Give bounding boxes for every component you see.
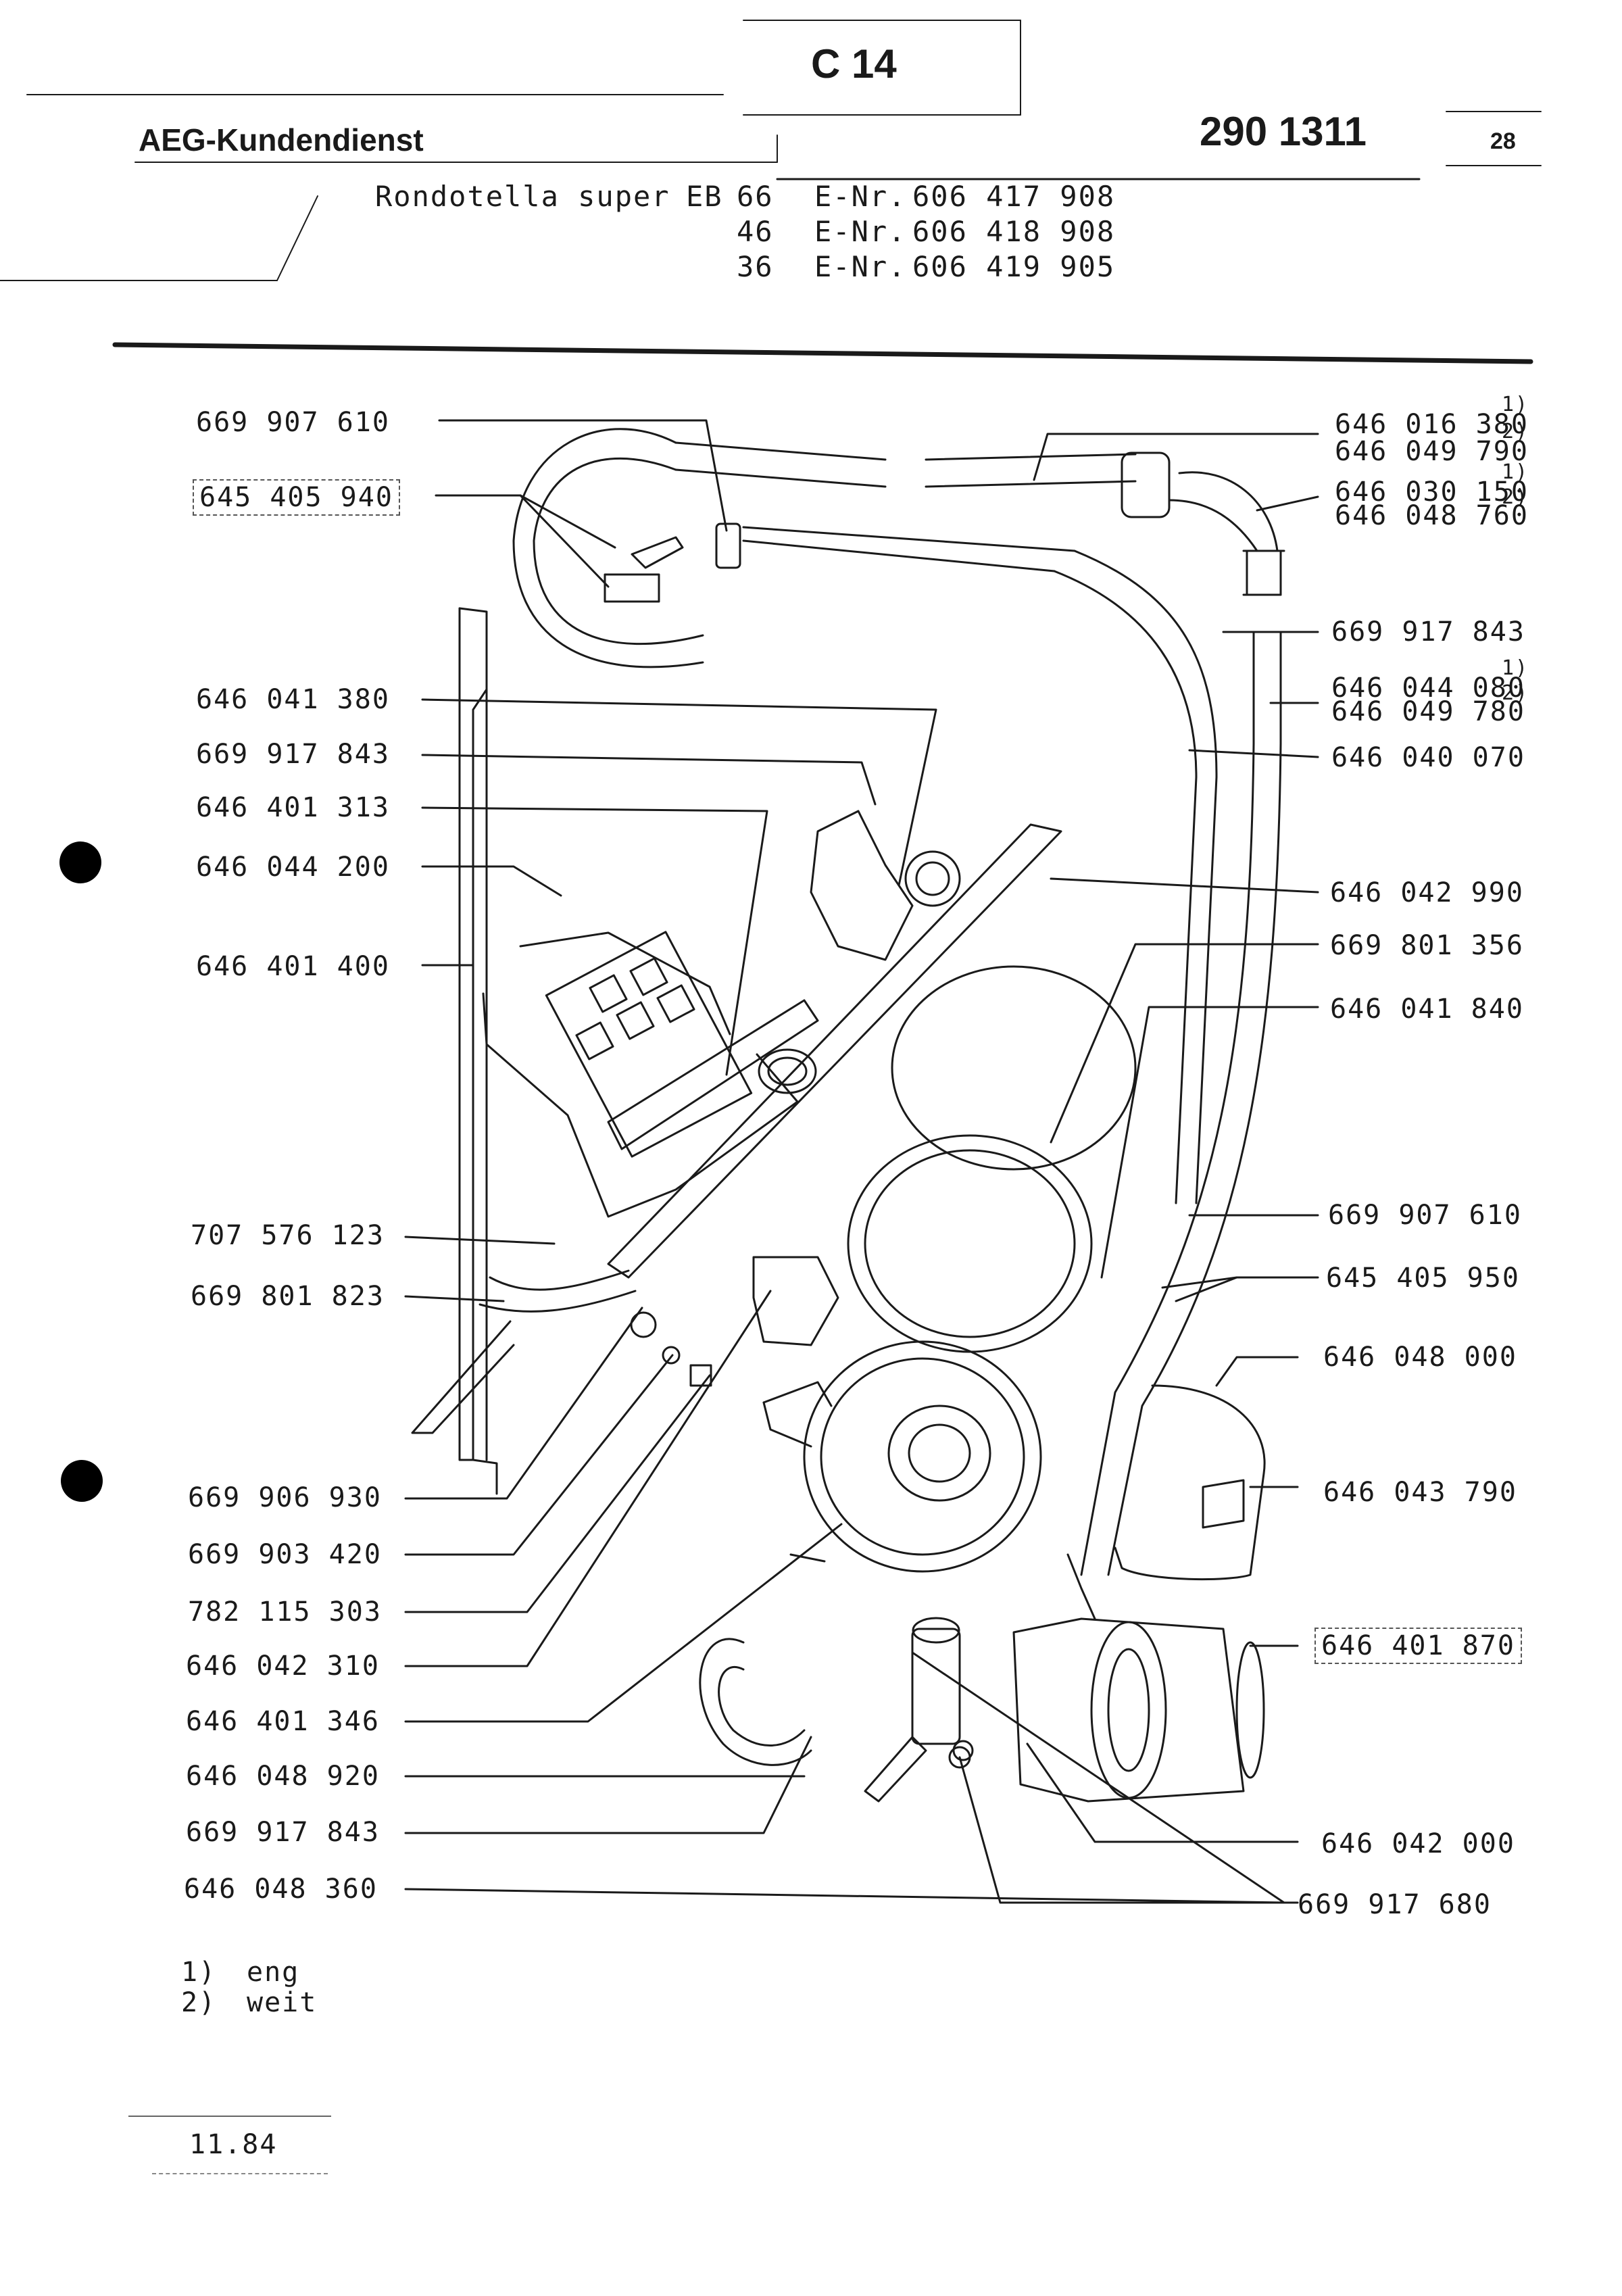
divider — [152, 2173, 328, 2174]
enr-number: 606 419 905 — [912, 250, 1116, 283]
enr-number: 606 418 908 — [912, 215, 1116, 248]
part-number-label: 646 042 310 — [186, 1651, 380, 1682]
section-code: C 14 — [811, 41, 897, 87]
part-number-label: 646 048 360 — [184, 1874, 378, 1905]
punch-hole — [59, 841, 101, 883]
part-number-label: 646 041 840 — [1330, 994, 1524, 1025]
part-number-label: 669 907 610 — [1328, 1200, 1522, 1231]
part-number-label: 669 917 843 — [186, 1817, 380, 1848]
page-number: 28 — [1490, 128, 1516, 154]
enr-label: E-Nr. — [814, 215, 907, 248]
footnote-mark: 2) — [1502, 485, 1529, 509]
part-number-label: 669 801 823 — [191, 1281, 385, 1312]
enr-label: E-Nr. — [814, 180, 907, 213]
part-number-label: 669 903 420 — [188, 1539, 382, 1570]
part-number-label: 646 044 080 — [1331, 673, 1525, 704]
brand-title: AEG-Kundendienst — [139, 122, 424, 157]
part-number-label: 646 401 400 — [196, 951, 390, 982]
model-prefix: EB — [686, 180, 723, 213]
document-number: 290 1311 — [1200, 109, 1367, 154]
part-number-label: 646 401 346 — [186, 1706, 380, 1737]
part-number-label: 645 405 950 — [1326, 1263, 1520, 1294]
enr-label: E-Nr. — [814, 250, 907, 283]
part-number-label: 646 040 070 — [1331, 742, 1525, 773]
part-number-label: 646 042 990 — [1330, 877, 1524, 908]
part-number-label: 646 049 780 — [1331, 696, 1525, 727]
part-number-label: 646 043 790 — [1323, 1477, 1517, 1508]
part-number-label: 782 115 303 — [188, 1596, 382, 1628]
part-number-label: 646 030 150 — [1335, 477, 1529, 508]
enr-number: 606 417 908 — [912, 180, 1116, 213]
part-number-label: 669 907 610 — [196, 407, 390, 438]
footnote-mark: 2) — [181, 1987, 217, 2018]
footnote-mark: 2) — [1502, 420, 1529, 443]
part-number-label: 645 405 940 — [193, 479, 400, 516]
part-number-label: 646 041 380 — [196, 684, 390, 715]
footnote-mark: 1) — [1502, 656, 1529, 680]
part-number-label: 646 048 000 — [1323, 1342, 1517, 1373]
part-number-label: 669 917 843 — [196, 739, 390, 770]
part-number-label: 646 049 790 — [1335, 436, 1529, 467]
model-variant: 46 — [737, 215, 774, 248]
punch-hole — [61, 1460, 103, 1502]
part-number-label: 646 042 000 — [1321, 1828, 1515, 1859]
part-number-label: 669 801 356 — [1330, 930, 1524, 961]
footnote-mark: 1) — [181, 1957, 217, 1988]
footnote-mark: 1) — [1502, 393, 1529, 416]
divider — [128, 2116, 331, 2117]
revision-date: 11.84 — [189, 2129, 278, 2160]
part-number-label: 646 048 920 — [186, 1761, 380, 1792]
model-name: Rondotella super — [375, 180, 670, 213]
model-variant: 66 — [737, 180, 774, 213]
part-number-label: 669 917 843 — [1331, 616, 1525, 648]
part-number-label: 646 016 380 — [1335, 409, 1529, 440]
part-number-label: 646 048 760 — [1335, 500, 1529, 531]
footnote-text: weit — [247, 1987, 318, 2018]
part-number-label: 646 401 313 — [196, 792, 390, 823]
footnote-mark: 1) — [1502, 460, 1529, 484]
footnote-text: eng — [247, 1957, 300, 1988]
part-number-label: 669 917 680 — [1298, 1889, 1492, 1920]
footnote-mark: 2) — [1502, 681, 1529, 705]
model-variant: 36 — [737, 250, 774, 283]
part-number-label: 646 401 870 — [1314, 1628, 1522, 1664]
part-number-label: 707 576 123 — [191, 1220, 385, 1251]
part-number-label: 646 044 200 — [196, 852, 390, 883]
part-number-label: 669 906 930 — [188, 1482, 382, 1513]
